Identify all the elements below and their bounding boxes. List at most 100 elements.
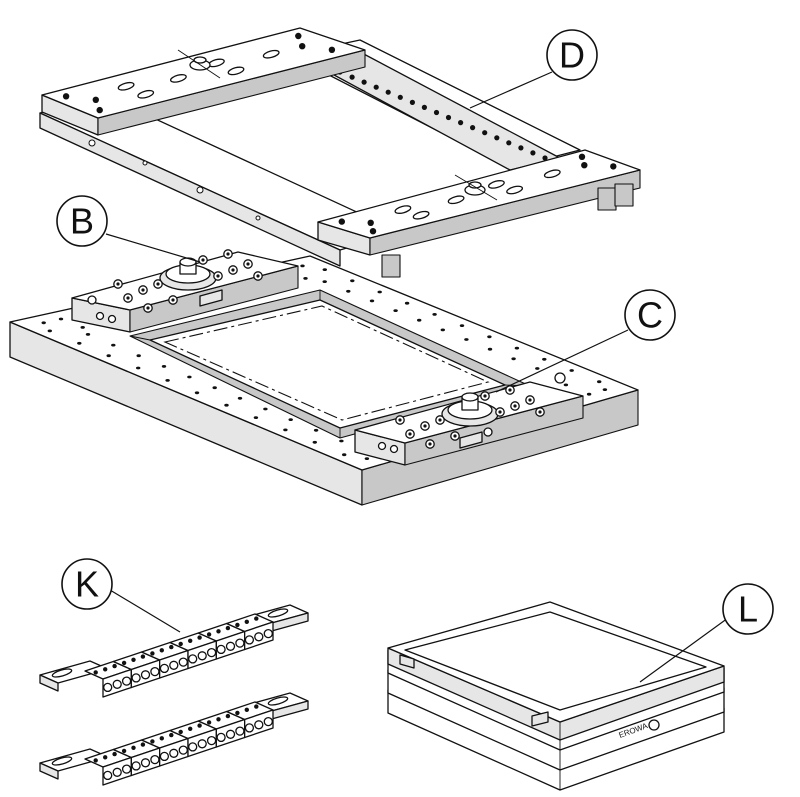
- plate-hole: [542, 357, 547, 361]
- strip-hole: [121, 748, 127, 754]
- strip-bore: [254, 720, 264, 730]
- clamping-unit-b: [71, 249, 299, 333]
- frame-slot: [487, 180, 505, 189]
- strip-bore: [235, 638, 245, 648]
- strip-bore: [131, 673, 141, 683]
- plate-hole: [187, 375, 192, 379]
- tray-l: EROWA: [387, 601, 725, 791]
- strip-tab-side: [39, 762, 59, 780]
- rail-hole: [421, 104, 427, 110]
- frame-slot: [117, 81, 135, 91]
- plate-hole: [586, 392, 592, 396]
- frame-hole: [92, 96, 100, 104]
- bolt-socket: [408, 432, 412, 436]
- plate-hole: [563, 383, 569, 387]
- plate-hole: [464, 338, 469, 341]
- plate-hole: [47, 329, 52, 333]
- frame-hole: [367, 219, 374, 226]
- strip-hole: [216, 629, 221, 634]
- plate-hole: [569, 369, 574, 372]
- strip-bore: [121, 764, 132, 774]
- frame-slot: [394, 205, 412, 214]
- plate-hole: [393, 309, 398, 312]
- strip-bore: [197, 651, 207, 661]
- plate-hole: [487, 347, 493, 351]
- callout-c: C: [624, 289, 676, 341]
- plate-hole: [41, 321, 46, 325]
- strip-hole: [188, 726, 193, 731]
- plate-hole: [377, 290, 382, 294]
- rail-hole: [349, 74, 355, 80]
- strip-bore: [103, 770, 113, 781]
- plate-hole: [111, 343, 116, 347]
- strip-bore: [140, 758, 151, 768]
- strip-hole: [197, 635, 202, 640]
- bolt-socket: [256, 274, 260, 278]
- plate-hole: [511, 357, 516, 361]
- strip-bore: [188, 742, 198, 752]
- bolt-socket: [498, 410, 502, 414]
- strip-set-k: [39, 604, 309, 786]
- plate-hole: [85, 333, 91, 336]
- rail-hole: [530, 150, 536, 156]
- plate-hole: [342, 453, 347, 457]
- frame-hole: [369, 228, 377, 235]
- strip-hole: [225, 713, 231, 719]
- strip-hole: [244, 619, 249, 624]
- strip-bore: [140, 670, 151, 680]
- strip-hole: [131, 745, 136, 750]
- strip-hole: [254, 704, 259, 709]
- callouts: D B C K L: [56, 29, 774, 683]
- strip-slot: [267, 696, 289, 706]
- strip-hole: [93, 670, 98, 675]
- strip-bore: [131, 761, 141, 771]
- bolt-socket: [528, 398, 532, 402]
- strip-bore: [235, 726, 245, 736]
- frame-hole: [578, 153, 586, 160]
- strip-bore: [150, 666, 160, 677]
- rail-hole: [361, 79, 367, 85]
- strip-hole: [206, 720, 212, 725]
- rail-hole: [494, 135, 500, 141]
- rail-hole: [518, 145, 524, 151]
- callout-k: K: [61, 558, 113, 610]
- rail-hole: [458, 120, 464, 126]
- svg-text:B: B: [70, 201, 94, 242]
- frame-slot: [447, 195, 465, 205]
- strip-bore: [150, 754, 160, 765]
- strip-hole: [188, 638, 193, 643]
- clamping-unit-c: [354, 372, 584, 466]
- strip-slot: [51, 756, 73, 766]
- plate-hole: [602, 388, 608, 391]
- plate-hole: [263, 407, 268, 411]
- strip-bore: [216, 732, 226, 743]
- plate-hole: [322, 280, 327, 283]
- strip-hole: [93, 758, 98, 763]
- callout-b: B: [56, 195, 108, 247]
- strip-bore: [263, 716, 273, 727]
- plate-hole: [58, 317, 64, 321]
- bolt-socket: [216, 274, 220, 278]
- strip-hole: [112, 663, 117, 669]
- strip-bore: [254, 632, 264, 642]
- frame-hole: [338, 218, 345, 225]
- bolt-socket: [538, 410, 542, 414]
- plate-hole: [303, 277, 308, 280]
- frame-slot: [227, 66, 245, 76]
- bolt-socket: [428, 442, 432, 446]
- strip-slot: [267, 608, 289, 618]
- bolt-socket: [201, 258, 205, 262]
- strip-hole: [150, 739, 155, 744]
- strip-bore: [159, 663, 170, 674]
- plate-hole: [212, 386, 217, 390]
- frame-hole: [610, 163, 617, 170]
- bolt-socket: [513, 404, 517, 408]
- plate-hole: [288, 418, 293, 421]
- plate-hole: [432, 313, 437, 316]
- bolt-socket: [226, 252, 230, 256]
- rail-hole: [506, 140, 512, 146]
- strip-bore: [188, 654, 198, 664]
- frame-hole: [581, 162, 588, 169]
- callout-l: L: [722, 583, 774, 635]
